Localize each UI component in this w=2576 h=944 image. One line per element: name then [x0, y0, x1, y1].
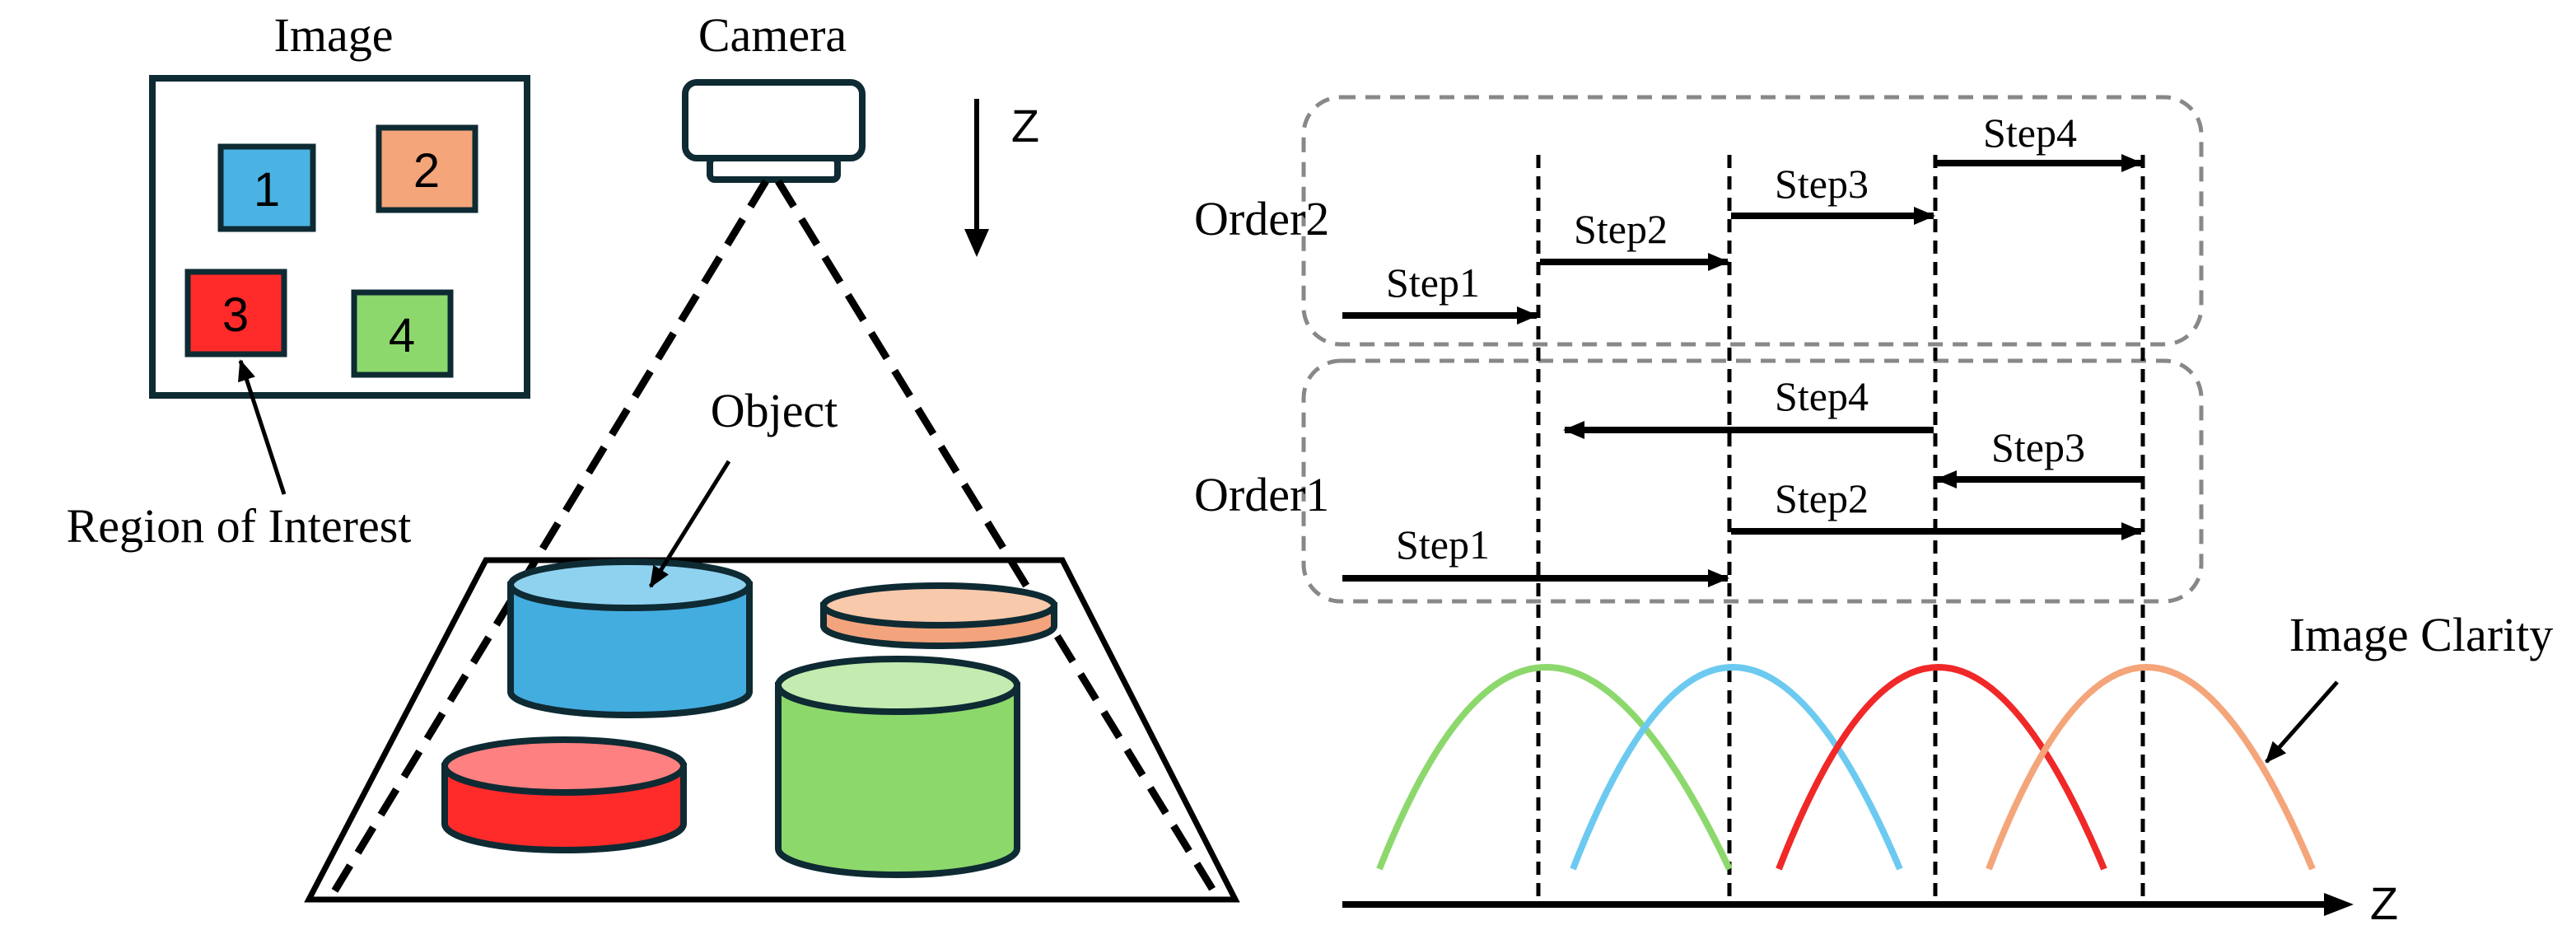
order1-step3-label: Step3: [1991, 424, 2085, 470]
order1-step4-label: Step4: [1775, 373, 1869, 419]
cylinder-orange: [820, 582, 1057, 649]
clarity-curve-red: [1776, 664, 2107, 871]
order1-steps: [1342, 421, 2143, 587]
region-2-label: 2: [413, 144, 440, 198]
clarity-label: Image Clarity: [2289, 608, 2554, 661]
image-title: Image: [274, 8, 394, 62]
cylinder-red: [441, 736, 687, 853]
order2-step1-label: Step1: [1386, 259, 1480, 306]
object-arrow: [648, 460, 731, 588]
order2-steps: [1342, 154, 2143, 325]
order1-step1-label: Step1: [1396, 521, 1490, 568]
region-2-box: [376, 124, 478, 213]
z-axis: [1342, 893, 2354, 916]
cylinder-green: [775, 656, 1020, 878]
z-direction-arrow: [964, 99, 989, 257]
order2-step3-label: Step3: [1775, 161, 1869, 207]
region-2: 2: [376, 124, 478, 213]
z-axis-label-left: Z: [1011, 100, 1039, 152]
clarity-curves: [1376, 664, 2316, 871]
camera-icon: [682, 79, 866, 183]
camera-title: Camera: [698, 8, 847, 62]
order1-step2-label: Step2: [1775, 475, 1869, 521]
order1-group-box: [1301, 358, 2204, 604]
object-label: Object: [711, 384, 838, 437]
order2-step4-label: Step4: [1983, 110, 2077, 156]
region-4-box: [351, 289, 454, 378]
z-axis-label-right: Z: [2370, 877, 2398, 929]
clarity-curve-orange: [1986, 664, 2316, 871]
cylinder-blue: [507, 558, 753, 718]
field-of-view-lines: [326, 179, 1222, 902]
region-1-box: [217, 143, 316, 232]
roi-label: Region of Interest: [67, 499, 412, 553]
region-1-label: 1: [254, 163, 280, 217]
roi-arrow: [238, 359, 287, 495]
region-4: 4: [351, 289, 454, 378]
clarity-curve-green: [1376, 664, 1733, 871]
clarity-arrow: [2265, 680, 2339, 764]
stage-plane: [304, 557, 1240, 903]
region-4-label: 4: [389, 309, 415, 362]
clarity-curve-blue: [1570, 664, 1903, 871]
right-panel: Order2 Order1 Step1 Step2 Step3 Step4 St…: [1194, 95, 2554, 929]
region-3-label: 3: [222, 288, 249, 342]
region-3: 3: [184, 269, 287, 358]
order2-label: Order2: [1194, 192, 1329, 245]
order1-label: Order1: [1194, 468, 1329, 521]
order2-group-box: [1301, 95, 2204, 347]
order2-step2-label: Step2: [1574, 206, 1668, 252]
left-panel: Image 1 2 3 4 Region of Interest Camera: [67, 8, 1240, 903]
region-3-box: [184, 269, 287, 358]
region-1: 1: [217, 143, 316, 232]
